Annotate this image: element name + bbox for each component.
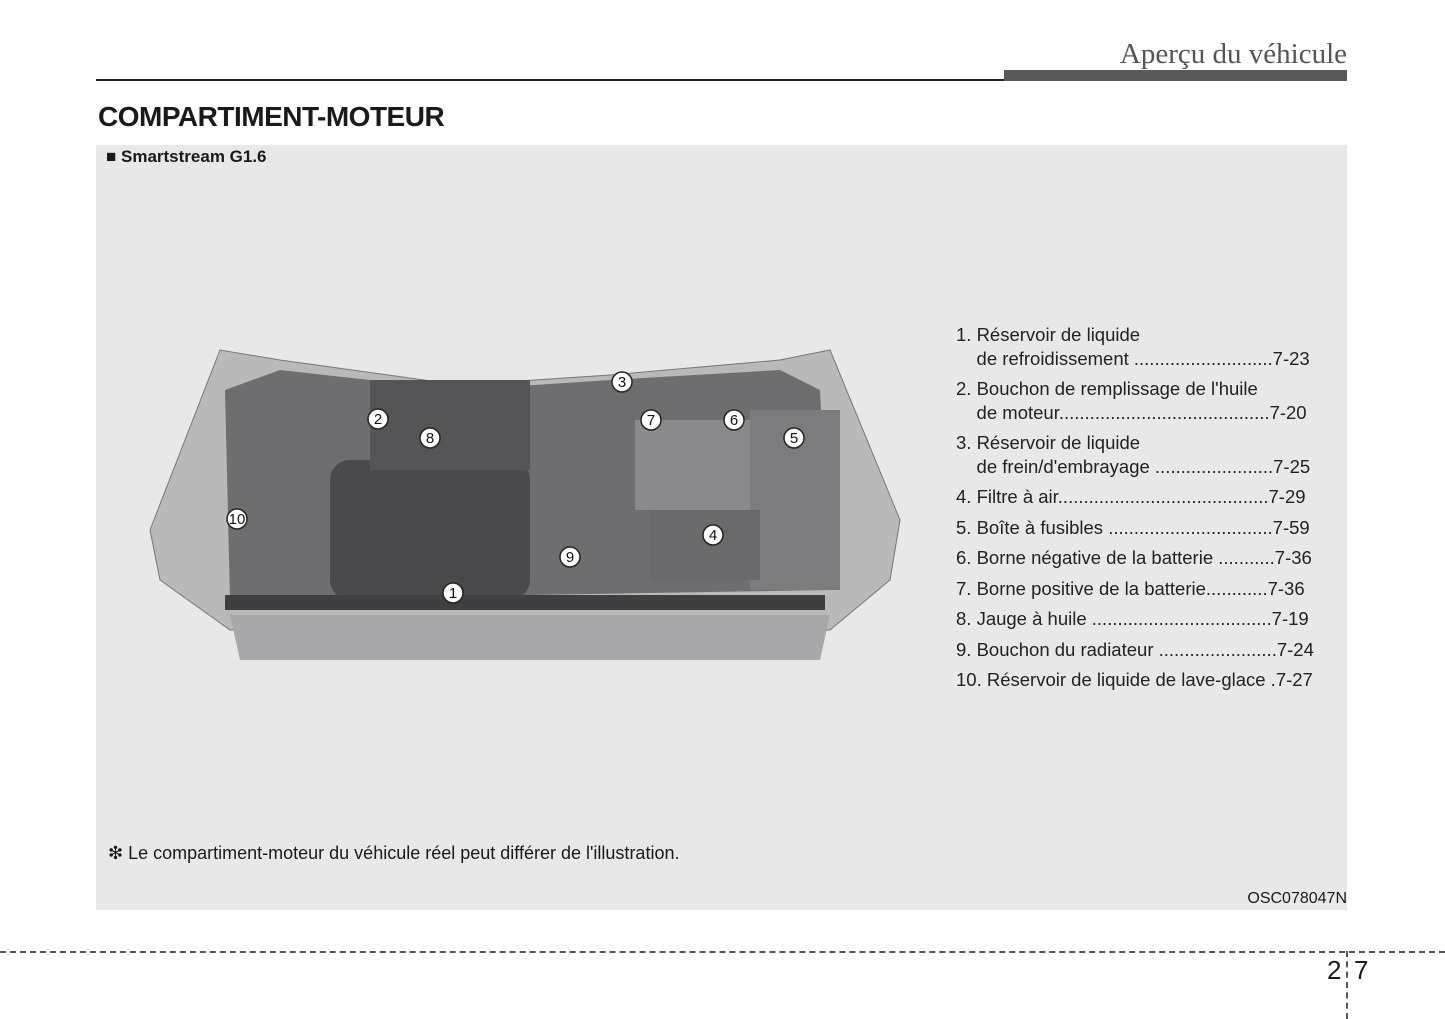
- list-item: 7. Borne positive de la batterie........…: [956, 577, 1305, 599]
- list-item: 3. Réservoir de liquide de frein/d'embra…: [956, 432, 1311, 477]
- chapter-number: 2: [1327, 955, 1342, 985]
- callout-6-label: 6: [730, 412, 738, 429]
- callout-9-marker: [559, 546, 581, 568]
- list-item: 6. Borne négative de la batterie .......…: [956, 547, 1312, 568]
- callout-8-marker: [419, 427, 441, 449]
- list-item: 9. Bouchon du radiateur ................…: [956, 638, 1314, 660]
- callout-5-marker: [783, 427, 805, 449]
- engine-subtitle: ■ Smartstream G1.6: [106, 147, 267, 166]
- image-code: OSC078047N: [1247, 890, 1347, 907]
- list-item: 1. Réservoir de liquide de refroidisseme…: [956, 324, 1310, 369]
- header-rule: [96, 79, 1006, 81]
- callout-4-marker: [702, 524, 724, 546]
- callout-10-marker: [226, 508, 248, 530]
- list-item: 5. Boîte à fusibles ....................…: [956, 516, 1310, 538]
- component-list: 1. Réservoir de liquide de refroidisseme…: [956, 323, 1314, 699]
- engine-compartment-illustration: 1 2 3 4 5 6 7 8 9 10: [149, 349, 901, 660]
- callout-6-marker: [723, 409, 745, 431]
- page-number: 7: [1354, 955, 1369, 985]
- list-item: 10. Réservoir de liquide de lave-glace .…: [956, 669, 1313, 690]
- footer-divider: [0, 951, 1445, 953]
- callout-2-marker: [367, 408, 389, 430]
- page-divider: [1346, 951, 1348, 1019]
- callout-4-label: 4: [709, 527, 717, 544]
- callout-8-label: 8: [426, 430, 434, 447]
- callout-7-marker: [640, 409, 662, 431]
- list-item: 2. Bouchon de remplissage de l'huile de …: [956, 378, 1307, 423]
- callout-9-label: 9: [566, 549, 574, 566]
- callout-7-label: 7: [647, 412, 655, 429]
- callout-3-label: 3: [618, 374, 626, 391]
- section-title: Aperçu du véhicule: [1119, 38, 1347, 70]
- callout-1-marker: [442, 582, 464, 604]
- list-item: 4. Filtre à air.........................…: [956, 486, 1306, 507]
- page-title: COMPARTIMENT-MOTEUR: [98, 101, 445, 132]
- callout-1-label: 1: [449, 585, 457, 602]
- header-bar: [1004, 70, 1347, 81]
- callout-2-label: 2: [374, 411, 382, 428]
- callout-3-marker: [611, 371, 633, 393]
- list-item: 8. Jauge à huile .......................…: [956, 608, 1309, 629]
- callout-10-label: 10: [229, 511, 246, 528]
- illustration-note: ❇ Le compartiment-moteur du véhicule rée…: [108, 843, 680, 863]
- callout-5-label: 5: [790, 430, 798, 447]
